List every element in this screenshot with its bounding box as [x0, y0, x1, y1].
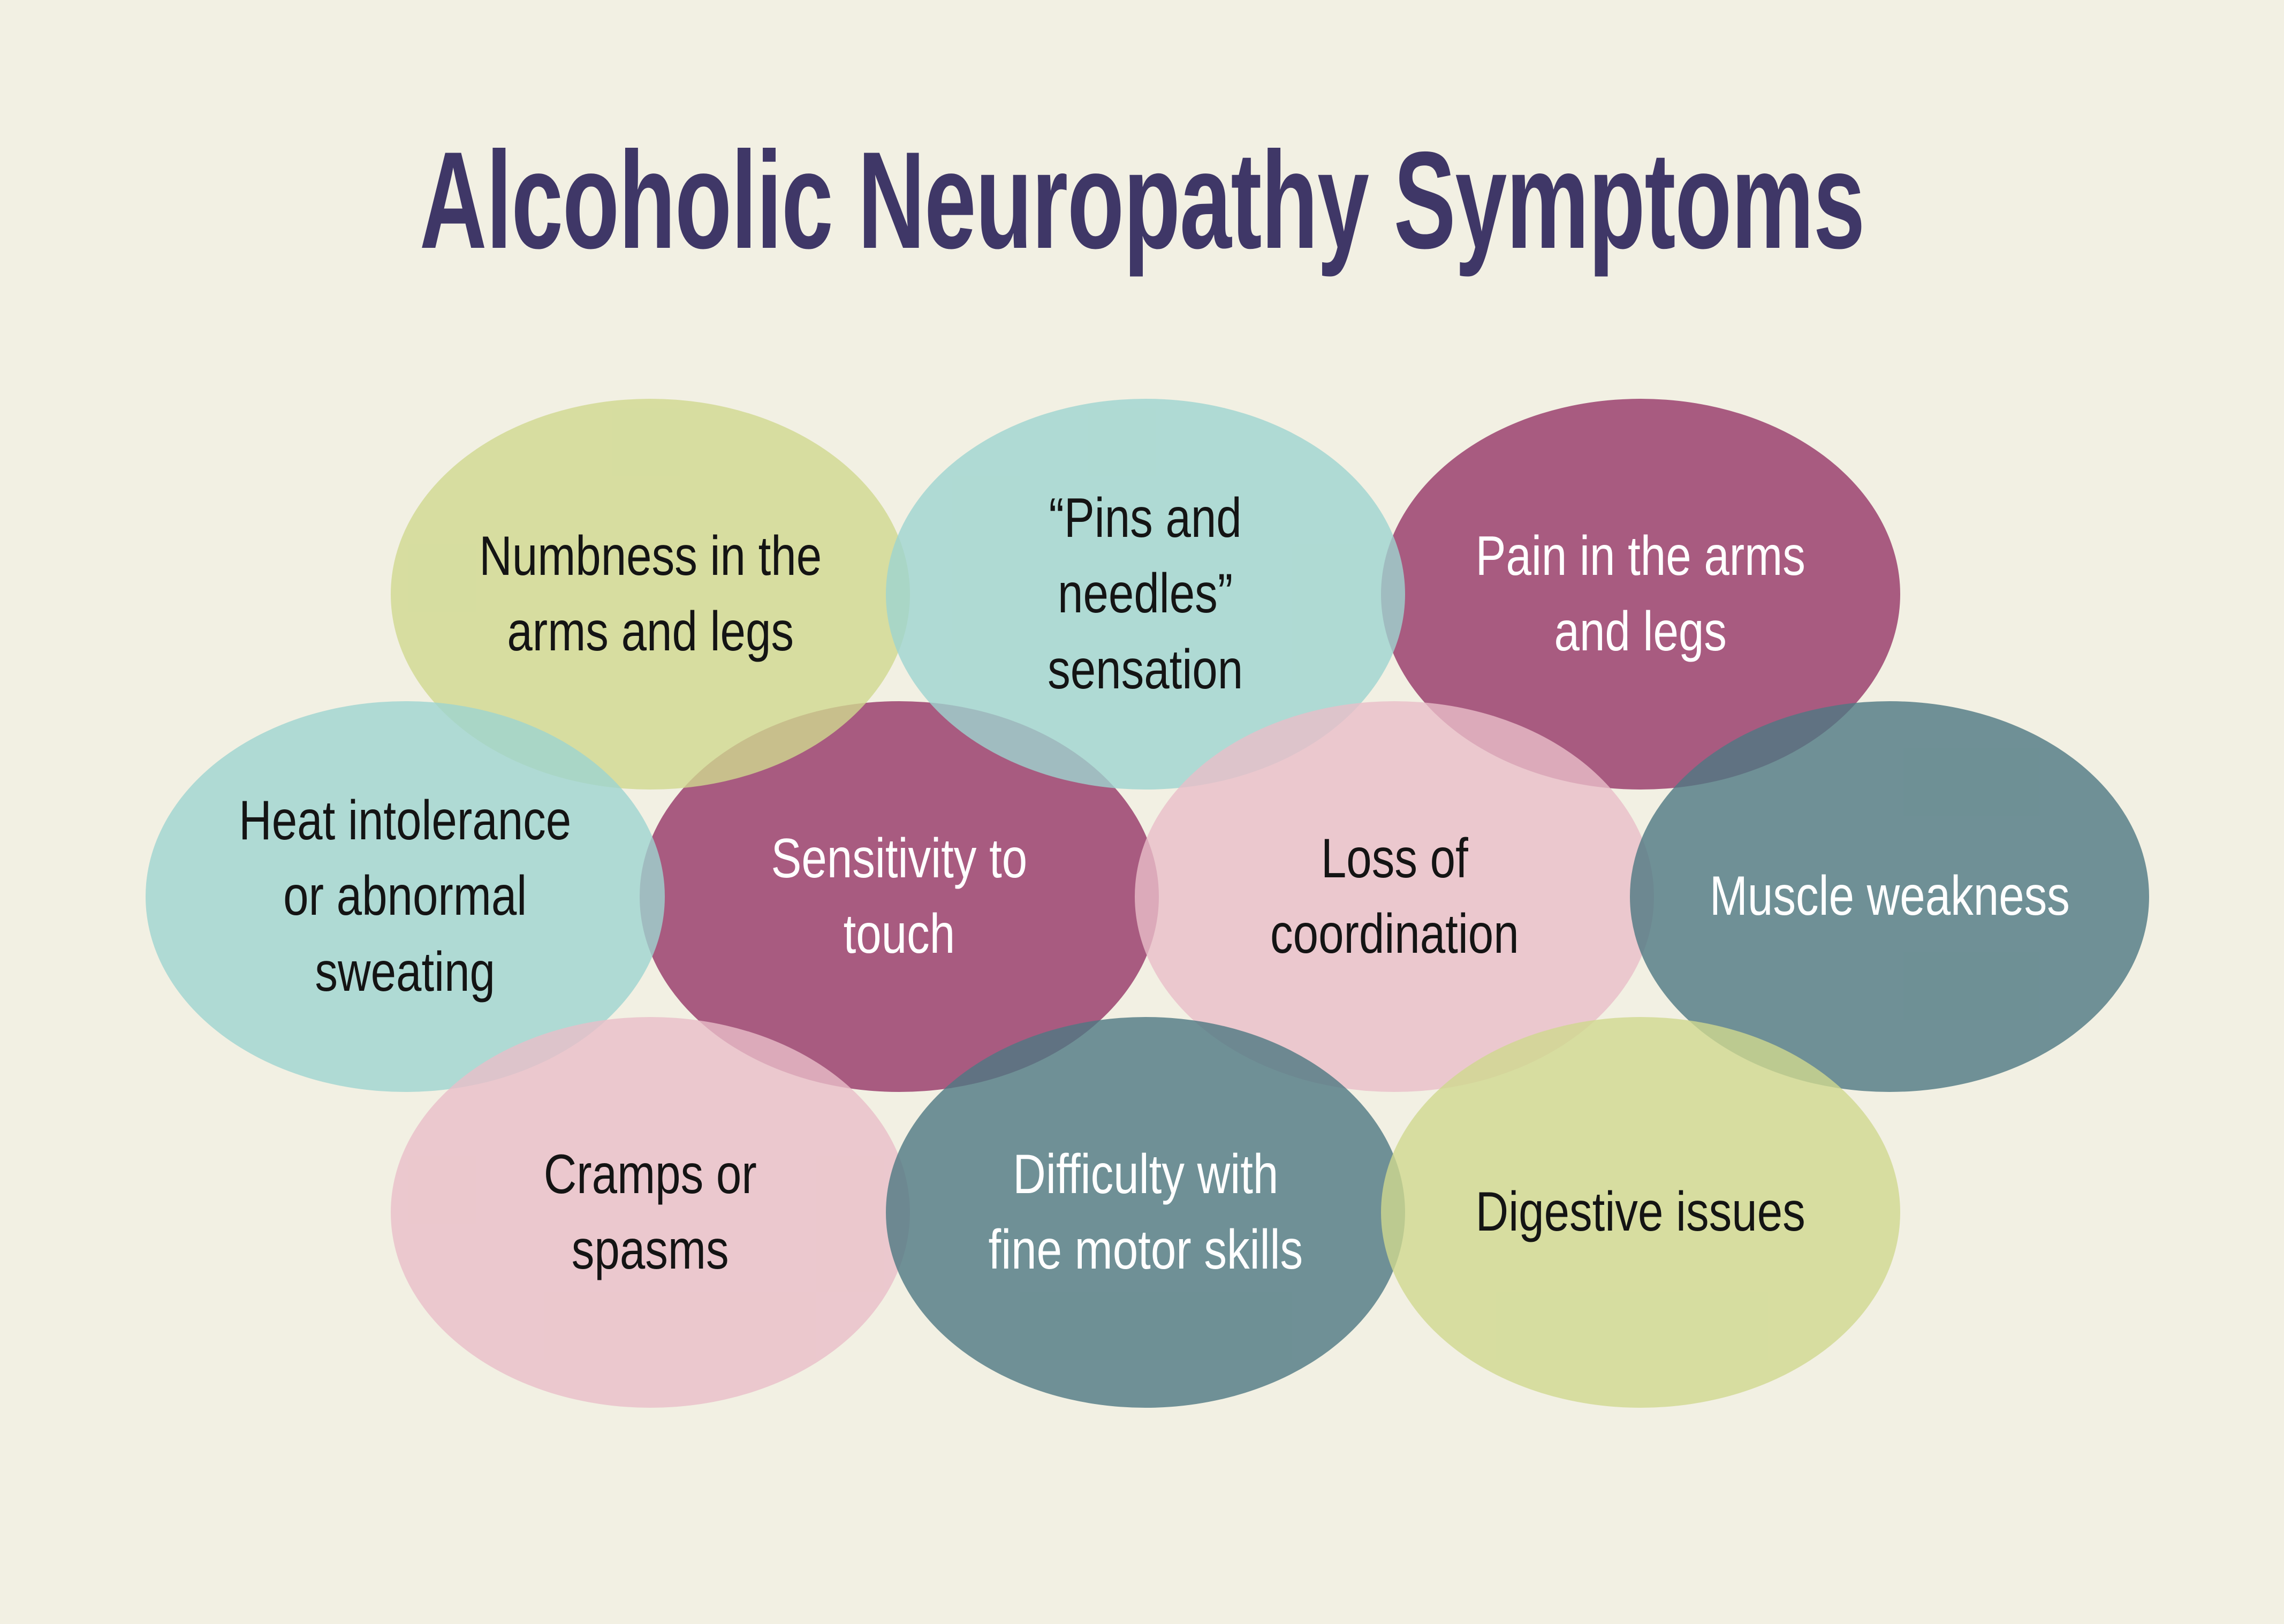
- bubble-digestive-issues-label: Digestive issues: [1475, 1181, 1806, 1243]
- bubble-touch-sensitivity-label: Sensitivity to touch: [771, 827, 1028, 965]
- bubble-muscle-weakness: Muscle weakness: [1630, 701, 2149, 1092]
- bubble-numbness-label: Numbness in the arms and legs: [479, 525, 822, 663]
- bubble-muscle-weakness-label: Muscle weakness: [1709, 865, 2070, 928]
- page-title: Alcoholic Neuropathy Symptoms: [0, 120, 2284, 279]
- bubble-fine-motor-skills: Difficulty with fine motor skills: [886, 1017, 1405, 1408]
- bubble-pain-arms-legs-label: Pain in the arms and legs: [1475, 525, 1806, 663]
- bubble-cramps-spasms: Cramps or spasms: [391, 1017, 910, 1408]
- bubble-loss-coordination-label: Loss of coordination: [1270, 827, 1519, 965]
- page-title-text: Alcoholic Neuropathy Symptoms: [419, 123, 1865, 277]
- bubble-heat-intolerance-label: Heat intolerance or abnormal sweating: [239, 789, 572, 1003]
- bubble-pins-and-needles-label: “Pins and needles” sensation: [1048, 487, 1243, 701]
- bubble-cramps-spasms-label: Cramps or spasms: [543, 1143, 757, 1281]
- bubble-fine-motor-skills-label: Difficulty with fine motor skills: [988, 1143, 1303, 1281]
- bubble-digestive-issues: Digestive issues: [1381, 1017, 1900, 1408]
